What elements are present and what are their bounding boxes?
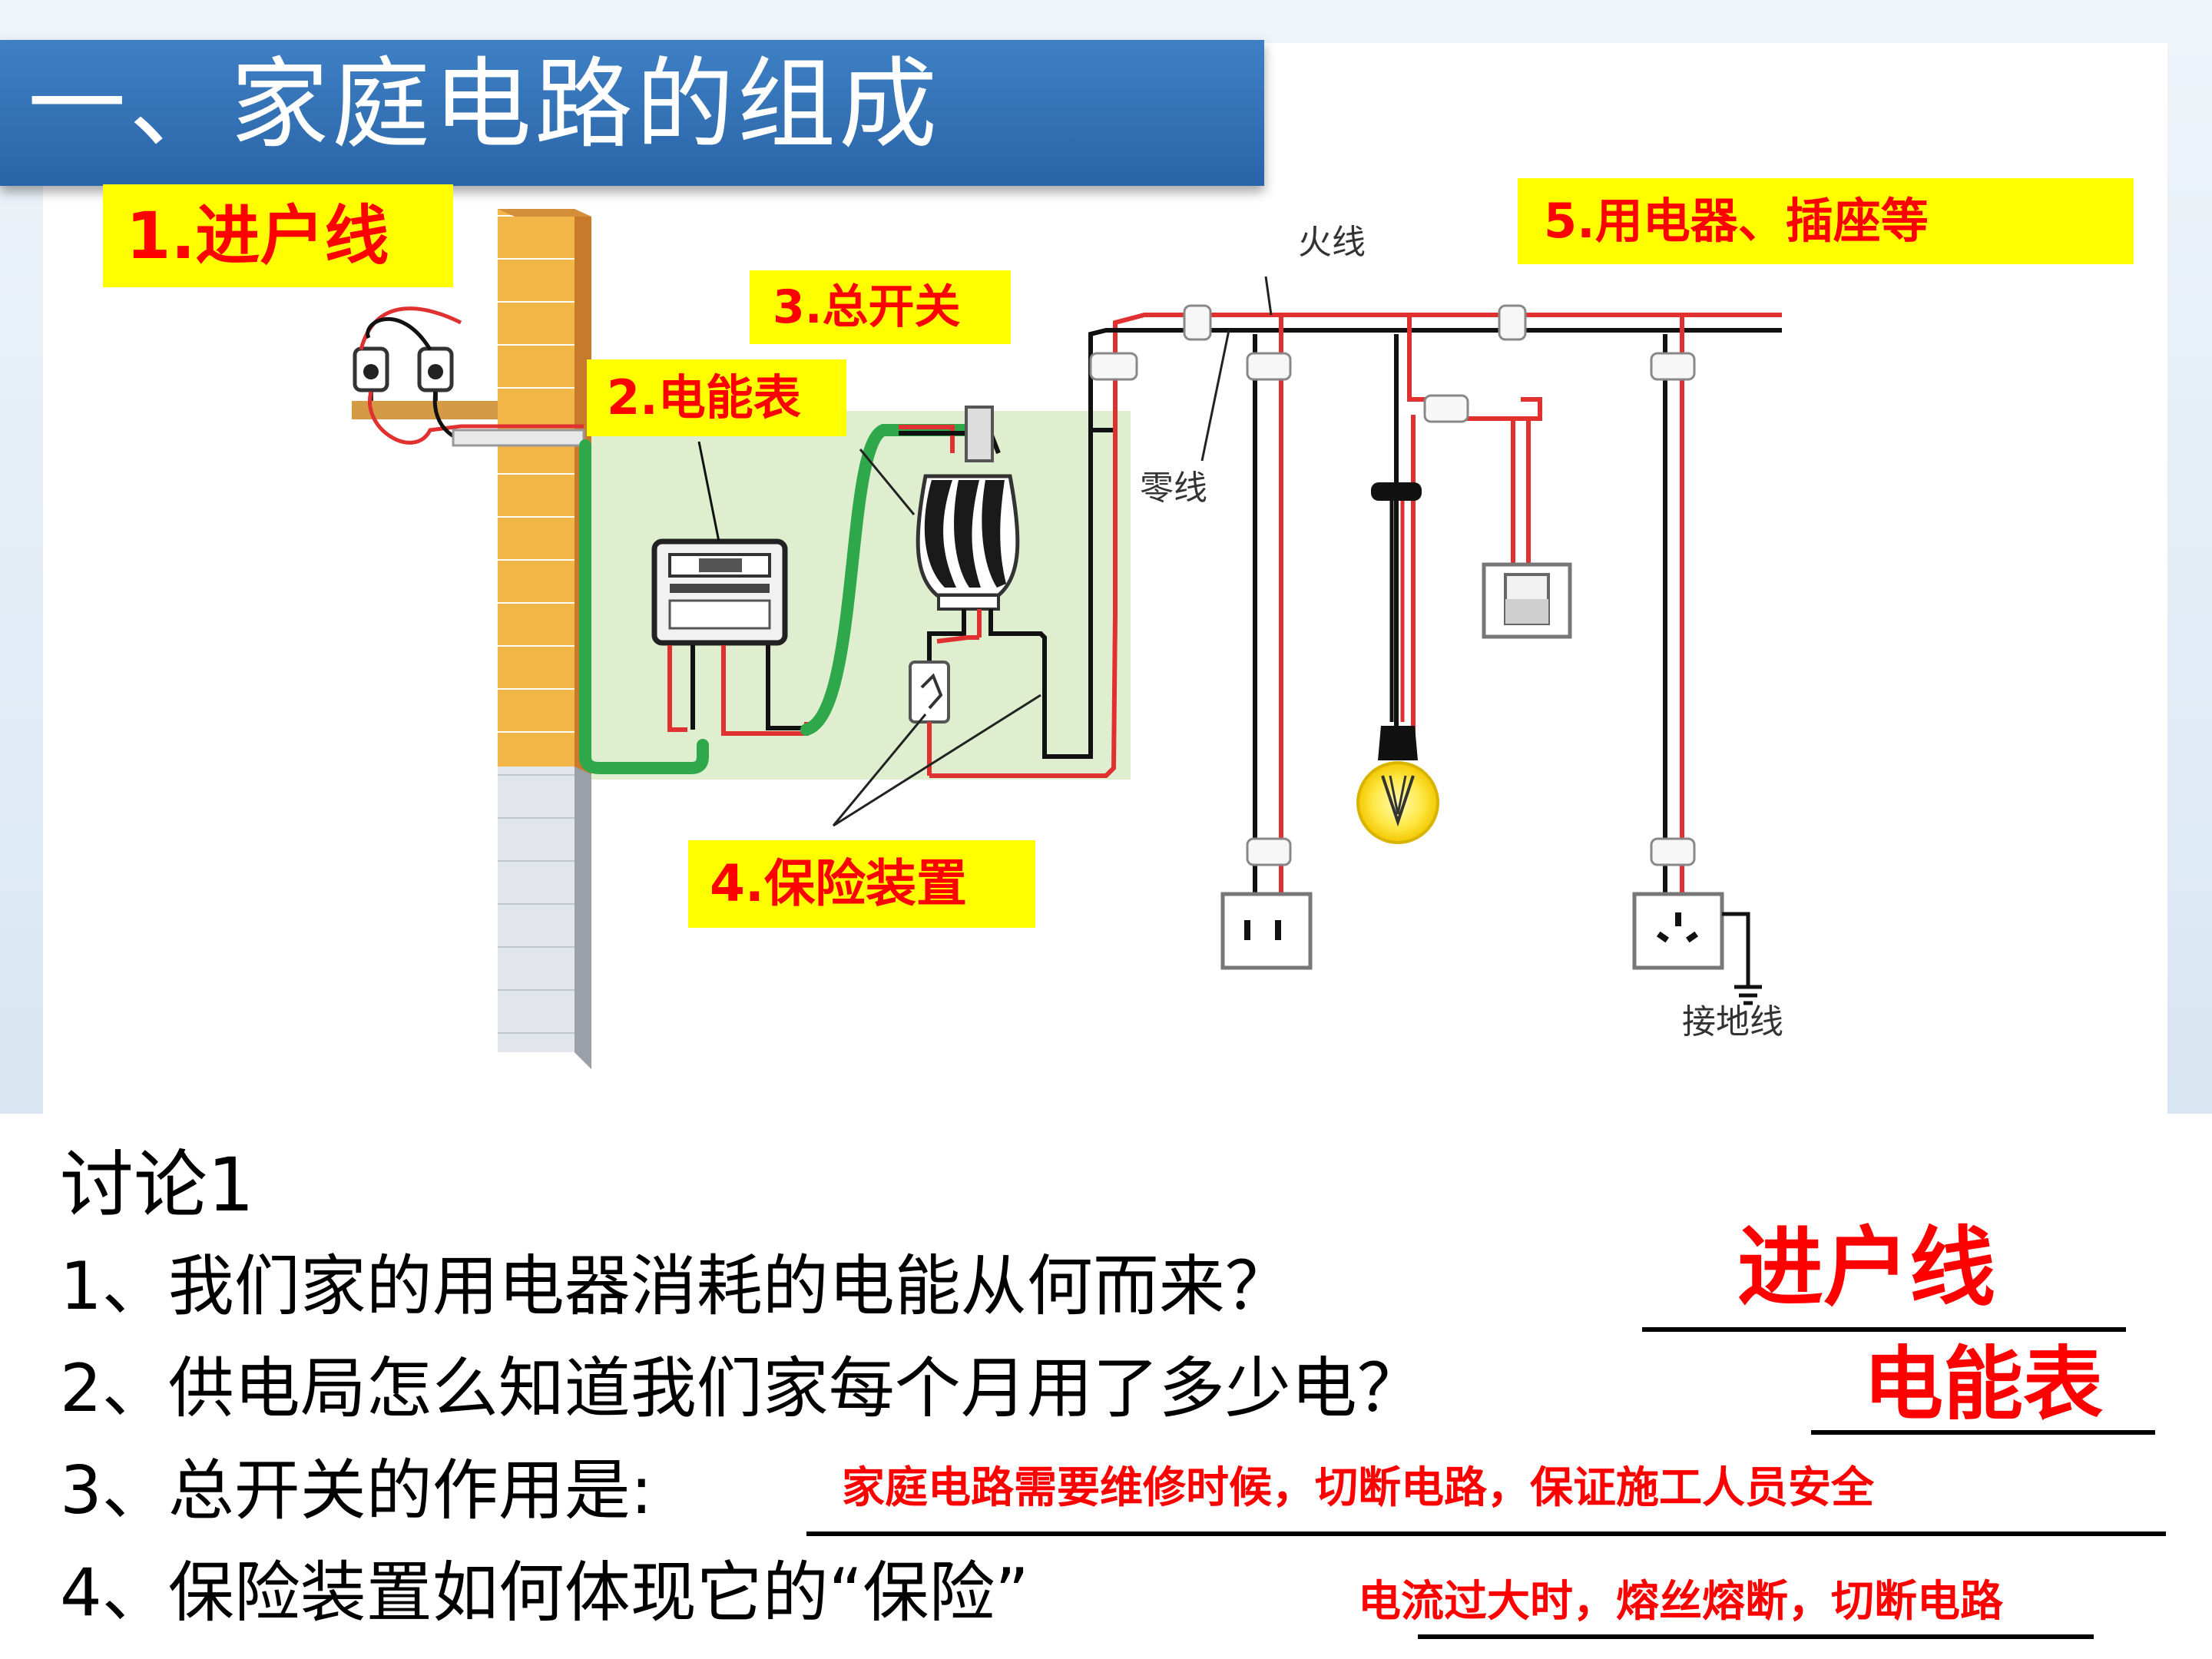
discussion-heading: 讨论1	[60, 1142, 255, 1228]
service-cable	[579, 439, 709, 774]
label-appliances: 5.用电器、插座等	[1518, 178, 2134, 264]
page-title: 一、家庭电路的组成	[28, 48, 941, 162]
question-4: 4、保险装置如何体现它的“保险”	[60, 1555, 1029, 1631]
insulator-bracket	[352, 306, 585, 447]
two-pin-outlet	[1220, 892, 1313, 970]
label-main-switch: 3.总开关	[750, 270, 1011, 344]
three-pin-outlet	[1632, 892, 1762, 1005]
light-bulb	[1356, 482, 1439, 844]
question-2: 2、供电局怎么知道我们家每个月用了多少电？	[60, 1350, 1423, 1427]
discussion-section	[0, 1114, 2212, 1659]
question-1: 1、我们家的用电器消耗的电能从何而来？	[60, 1248, 1291, 1325]
brick-wall	[498, 209, 591, 1069]
wall-switch	[1482, 562, 1572, 639]
branch-wiring	[1089, 304, 1696, 914]
answer-line-2	[1811, 1430, 2155, 1435]
neutral-wire-label: 零线	[1140, 469, 1207, 508]
electric-meter	[651, 441, 788, 646]
question-3: 3、总开关的作用是:	[60, 1452, 653, 1529]
answer-3: 家庭电路需要维修时候，切断电路，保证施工人员安全	[842, 1463, 1874, 1513]
answer-line-3	[806, 1532, 2166, 1536]
label-fuse: 4.保险装置	[688, 840, 1035, 928]
answer-line-1	[1642, 1327, 2126, 1332]
live-wire-label: 火线	[1298, 223, 1366, 262]
answer-2: 电能表	[1863, 1337, 2104, 1431]
label-service-line: 1.进户线	[103, 184, 453, 287]
label-meter: 2.电能表	[587, 359, 846, 436]
fuse	[909, 661, 950, 776]
answer-1: 进户线	[1737, 1218, 1995, 1318]
answer-4: 电流过大时，熔丝熔断，切断电路	[1358, 1577, 2003, 1627]
ground-wire-label: 接地线	[1682, 1002, 1783, 1041]
title-bar	[0, 40, 1264, 186]
main-switch	[916, 406, 1020, 611]
answer-line-4	[1418, 1634, 2094, 1639]
